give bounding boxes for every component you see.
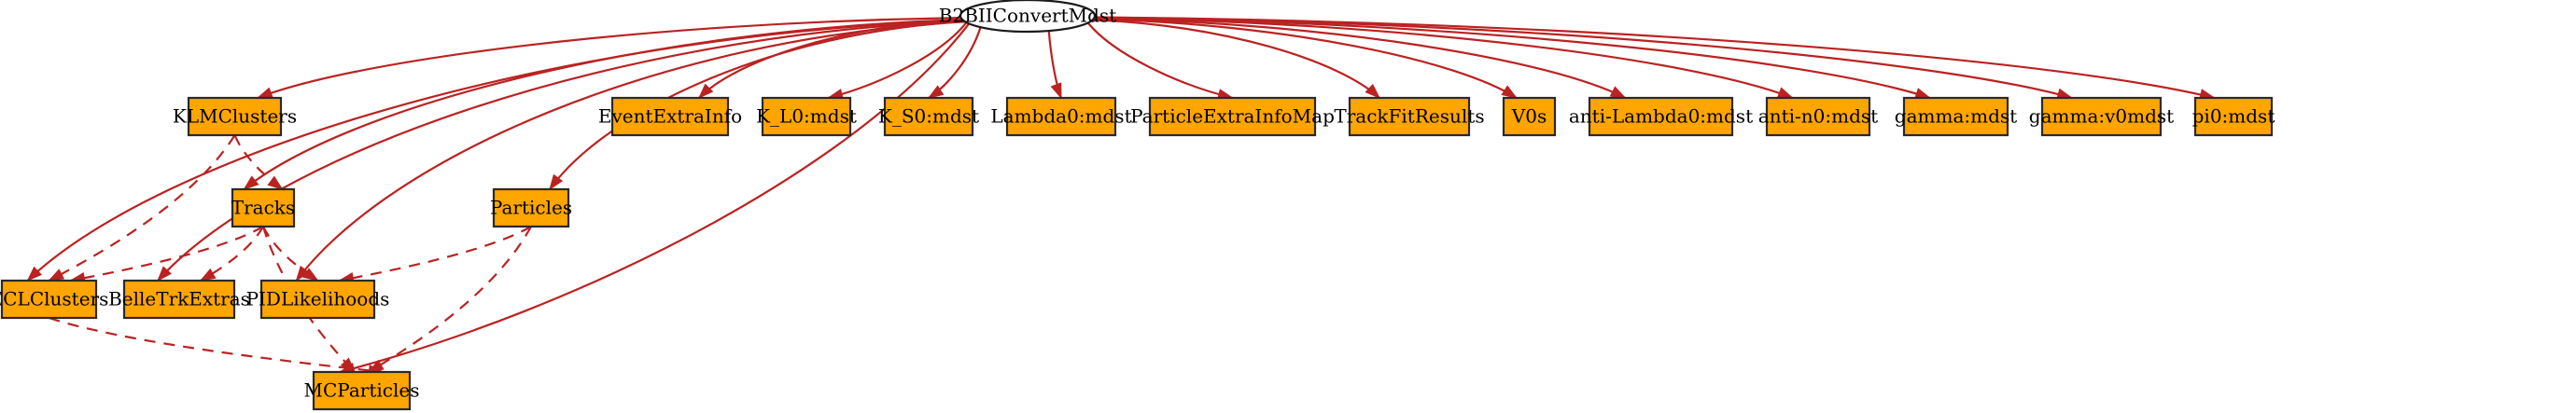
node-KLMClusters[interactable]: KLMClusters [173, 96, 297, 137]
arrowhead-KLMClusters-to-Tracks [267, 175, 284, 190]
node-box-gamma:v0mdst[interactable] [2040, 96, 2163, 137]
node-box-ECLClusters[interactable] [0, 279, 98, 320]
arrowhead-B2BIIConvertMdst-to-Particles [549, 173, 564, 191]
node-gamma:v0mdst[interactable]: gamma:v0mdst [2029, 96, 2174, 137]
node-pi0:mdst[interactable]: pi0:mdst [2192, 96, 2275, 137]
arrowhead-B2BIIConvertMdst-to-anti-n0:mdst [1776, 87, 1794, 99]
edge-B2BIIConvertMdst-to-pi0:mdst [1094, 16, 2215, 100]
root-node-ellipse[interactable] [959, 0, 1097, 34]
edge-Tracks-to-MCParticles [261, 226, 356, 373]
node-box-ParticleExtraInfoMap[interactable] [1148, 96, 1317, 137]
arrowhead-B2BIIConvertMdst-to-BelleTrkExtras [157, 266, 173, 282]
node-K_S0:mdst[interactable]: K_S0:mdst [878, 96, 979, 137]
node-box-K_L0:mdst[interactable] [761, 96, 852, 137]
arrowhead-Tracks-to-BelleTrkExtras [199, 268, 217, 282]
arrowhead-B2BIIConvertMdst-to-EventExtraInfo [697, 83, 714, 100]
edge-B2BIIConvertMdst-to-MCParticles [340, 22, 971, 374]
arrowhead-B2BIIConvertMdst-to-anti-Lambda0:mdst [1609, 86, 1627, 99]
node-box-pi0:mdst[interactable] [2193, 96, 2274, 137]
arrowhead-B2BIIConvertMdst-to-ECLClusters [26, 266, 43, 282]
edge-B2BIIConvertMdst-to-PIDLikelihoods [295, 21, 966, 282]
node-anti-Lambda0:mdst[interactable]: anti-Lambda0:mdst [1569, 96, 1753, 137]
node-box-Lambda0:mdst[interactable] [1005, 96, 1117, 137]
edge-layer [26, 16, 2216, 377]
node-Particles[interactable]: Particles [490, 187, 572, 228]
node-box-EventExtraInfo[interactable] [610, 96, 730, 137]
node-TrackFitResults[interactable]: TrackFitResults [1334, 96, 1485, 137]
edge-B2BIIConvertMdst-to-Particles [549, 21, 965, 190]
node-ECLClusters[interactable]: ECLClusters [0, 279, 108, 320]
node-box-gamma:mdst[interactable] [1902, 96, 2009, 137]
edge-B2BIIConvertMdst-to-gamma:mdst [1094, 16, 1931, 100]
node-anti-n0:mdst[interactable]: anti-n0:mdst [1758, 96, 1878, 137]
edge-B2BIIConvertMdst-to-anti-Lambda0:mdst [1094, 17, 1626, 99]
node-PIDLikelihoods[interactable]: PIDLikelihoods [246, 279, 390, 320]
arrowhead-B2BIIConvertMdst-to-Lambda0:mdst [1050, 82, 1062, 100]
edge-ECLClusters-to-MCParticles [49, 316, 384, 374]
edge-B2BIIConvertMdst-to-anti-n0:mdst [1094, 17, 1793, 100]
node-box-Tracks[interactable] [231, 187, 296, 228]
edge-B2BIIConvertMdst-to-BelleTrkExtras [157, 20, 964, 282]
arrowhead-KLMClusters-to-ECLClusters [48, 268, 65, 282]
arrowhead-B2BIIConvertMdst-to-KLMClusters [256, 87, 273, 99]
node-box-MCParticles[interactable] [312, 370, 412, 411]
arrowhead-B2BIIConvertMdst-to-TrackFitResults [1365, 83, 1381, 99]
arrowhead-B2BIIConvertMdst-to-V0s [1501, 85, 1518, 99]
edge-Particles-to-PIDLikelihoods [339, 226, 532, 282]
edge-Tracks-to-ECLClusters [70, 226, 264, 282]
node-box-K_S0:mdst[interactable] [883, 96, 974, 137]
node-EventExtraInfo[interactable]: EventExtraInfo [598, 96, 742, 137]
node-Lambda0:mdst[interactable]: Lambda0:mdst [990, 96, 1132, 137]
node-box-BelleTrkExtras[interactable] [122, 279, 236, 320]
edge-B2BIIConvertMdst-to-TrackFitResults [1092, 19, 1380, 99]
node-box-PIDLikelihoods[interactable] [259, 279, 376, 320]
arrowhead-B2BIIConvertMdst-to-Tracks [243, 175, 259, 190]
edge-B2BIIConvertMdst-to-ECLClusters [26, 19, 963, 282]
node-BelleTrkExtras[interactable]: BelleTrkExtras [108, 279, 250, 320]
node-box-anti-Lambda0:mdst[interactable] [1588, 96, 1734, 137]
node-box-TrackFitResults[interactable] [1348, 96, 1471, 137]
edge-B2BIIConvertMdst-to-KLMClusters [257, 17, 961, 100]
edge-B2BIIConvertMdst-to-ParticleExtraInfoMap [1086, 21, 1233, 100]
edge-KLMClusters-to-ECLClusters [48, 134, 236, 282]
edge-B2BIIConvertMdst-to-EventExtraInfo [698, 19, 963, 99]
edge-Particles-to-MCParticles [368, 226, 532, 373]
edge-B2BIIConvertMdst-to-K_L0:mdst [828, 21, 968, 100]
node-box-KLMClusters[interactable] [187, 96, 283, 137]
node-K_L0:mdst[interactable]: K_L0:mdst [756, 96, 857, 137]
node-box-V0s[interactable] [1502, 96, 1557, 137]
node-box-Particles[interactable] [492, 187, 570, 228]
node-gamma:mdst[interactable]: gamma:mdst [1895, 96, 2017, 137]
node-MCParticles[interactable]: MCParticles [304, 370, 420, 411]
edge-Tracks-to-PIDLikelihoods [262, 226, 319, 282]
edge-B2BIIConvertMdst-to-Tracks [243, 19, 963, 190]
node-V0s[interactable]: V0s [1502, 96, 1557, 137]
node-ParticleExtraInfoMap[interactable]: ParticleExtraInfoMap [1130, 96, 1335, 137]
arrowhead-B2BIIConvertMdst-to-PIDLikelihoods [295, 265, 310, 282]
arrowhead-B2BIIConvertMdst-to-K_S0:mdst [927, 85, 945, 99]
edge-Tracks-to-BelleTrkExtras [200, 226, 264, 282]
edge-B2BIIConvertMdst-to-V0s [1093, 18, 1518, 99]
node-box-anti-n0:mdst[interactable] [1765, 96, 1871, 137]
arrowhead-Tracks-to-PIDLikelihoods [302, 268, 319, 282]
node-Tracks[interactable]: Tracks [231, 187, 296, 228]
